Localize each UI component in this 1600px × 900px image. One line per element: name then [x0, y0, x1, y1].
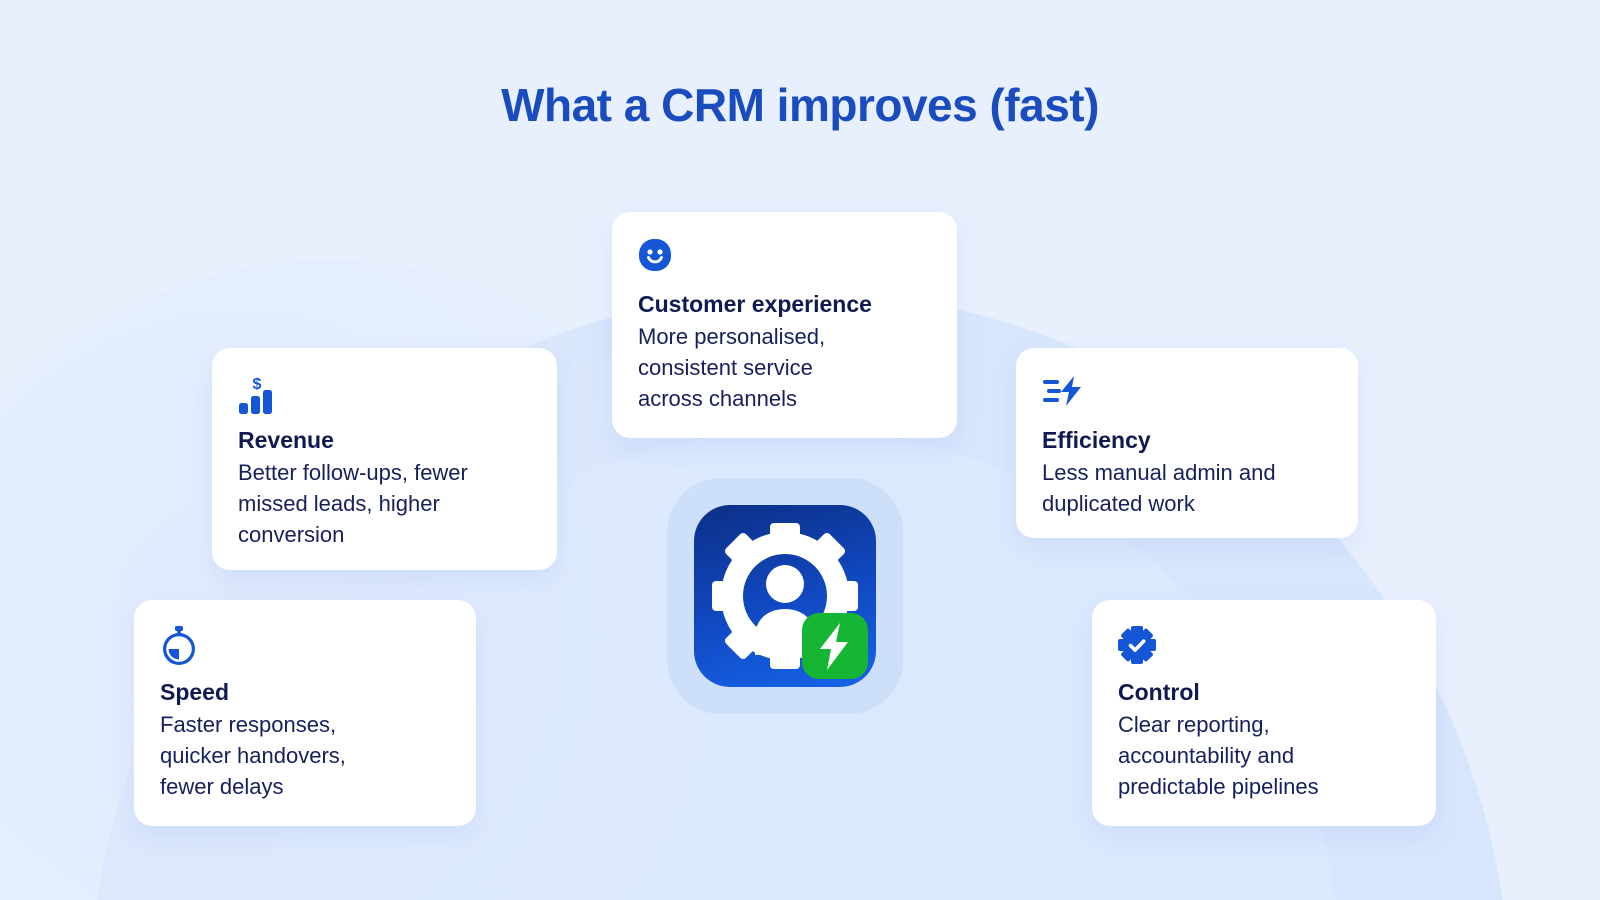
- card-control[interactable]: Control Clear reporting, accountability …: [1092, 600, 1436, 826]
- card-title: Speed: [160, 679, 230, 705]
- card-title: Control: [1118, 679, 1200, 705]
- card-description: Less manual admin and duplicated work: [1042, 459, 1276, 516]
- card-title: Revenue: [238, 427, 334, 453]
- card-title: Customer experience: [638, 291, 872, 317]
- gear-check-badge-icon: [1118, 626, 1410, 670]
- smiley-face-icon: [638, 238, 931, 282]
- lightning-speed-lines-icon: [1042, 374, 1332, 418]
- card-revenue[interactable]: $ Revenue Better follow-ups, fewer misse…: [212, 348, 557, 570]
- card-description: Clear reporting, accountability and pred…: [1118, 711, 1319, 800]
- card-description: Faster responses, quicker handovers, few…: [160, 711, 346, 800]
- card-description: More personalised, consistent service ac…: [638, 323, 826, 412]
- svg-text:$: $: [253, 376, 262, 393]
- stopwatch-icon: [160, 626, 450, 670]
- page-title: What a CRM improves (fast): [501, 79, 1099, 131]
- crm-gear-user-icon: [694, 505, 876, 687]
- card-title: Efficiency: [1042, 427, 1151, 453]
- card-speed[interactable]: Speed Faster responses, quicker handover…: [134, 600, 476, 826]
- card-customer-experience[interactable]: Customer experience More personalised, c…: [612, 212, 957, 438]
- card-efficiency[interactable]: Efficiency Less manual admin and duplica…: [1016, 348, 1358, 538]
- dollar-bar-chart-icon: $: [238, 374, 531, 418]
- card-description: Better follow-ups, fewer missed leads, h…: [238, 459, 468, 548]
